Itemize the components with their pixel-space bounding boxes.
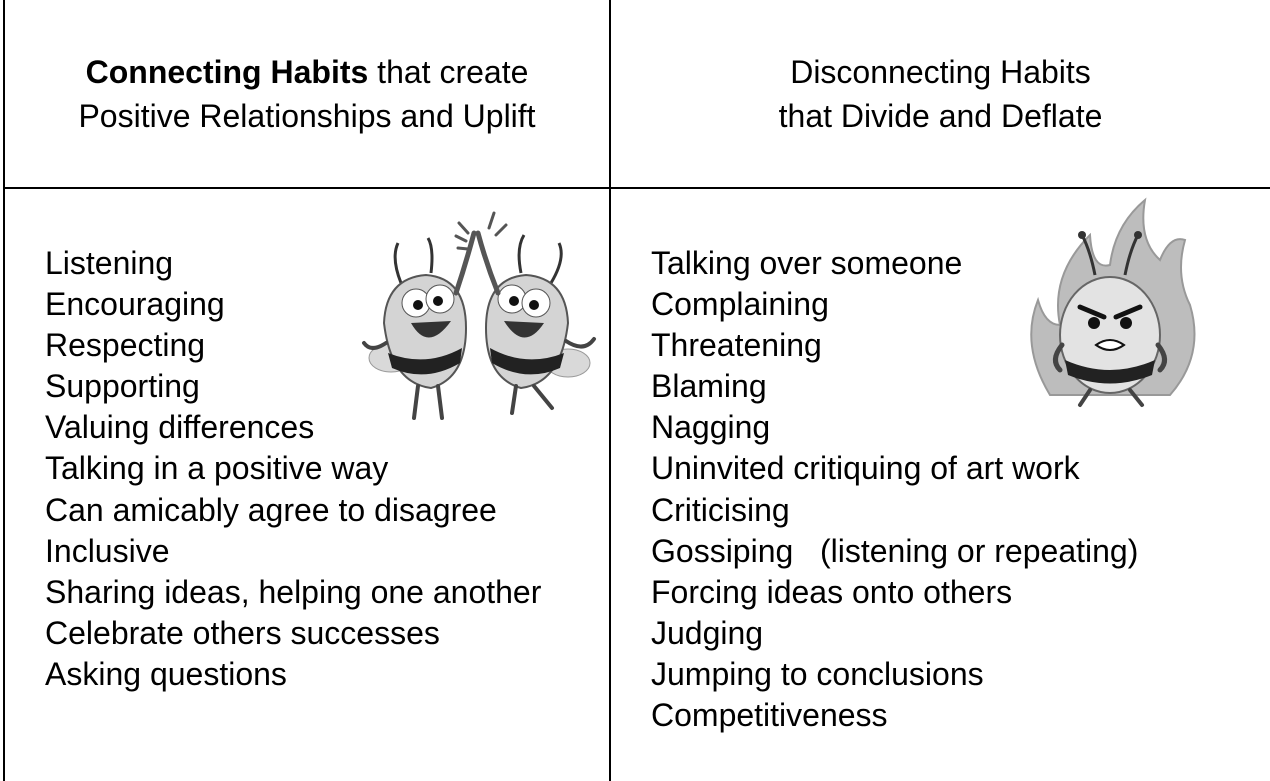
list-item: Blaming [651, 368, 767, 405]
disconnecting-habits-header: Disconnecting Habits that Divide and Def… [611, 0, 1270, 187]
connecting-habits-header: Connecting Habits that create Positive R… [5, 0, 609, 187]
list-item: Forcing ideas onto others [651, 573, 1013, 610]
list-item: Threatening [651, 327, 822, 364]
disconnecting-habits-subtitle: that Divide and Deflate [778, 97, 1103, 134]
table-column-divider [609, 0, 611, 781]
list-item: Valuing differences [45, 409, 315, 446]
list-item: Gossiping (listening or repeating) [651, 532, 1139, 569]
list-item: Nagging [651, 409, 771, 446]
list-item: Respecting [45, 327, 206, 364]
connecting-habits-title: Connecting Habits [85, 53, 369, 90]
high-five-bees-illustration [362, 211, 596, 420]
list-item: Can amicably agree to disagree [45, 491, 497, 528]
connecting-habits-title-rest: that create [368, 53, 529, 90]
connecting-habits-subtitle: Positive Relationships and Uplift [78, 97, 536, 134]
list-item: Sharing ideas, helping one another [45, 573, 542, 610]
angry-fire-bee-illustration [1030, 197, 1196, 407]
list-item: Talking over someone [651, 245, 963, 281]
table-header-divider-right [609, 187, 1270, 189]
list-item: Judging [651, 614, 764, 651]
list-item: Inclusive [45, 532, 170, 569]
list-item: Competitiveness [651, 697, 888, 734]
list-item: Supporting [45, 368, 200, 405]
list-item: Listening [45, 245, 174, 281]
list-item: Uninvited critiquing of art work [651, 450, 1080, 487]
list-item: Celebrate others successes [45, 614, 440, 651]
list-item: Encouraging [45, 286, 225, 323]
list-item: Asking questions [45, 655, 287, 692]
table-header-divider-left [3, 187, 611, 189]
list-item: Complaining [651, 286, 829, 323]
list-item: Criticising [651, 491, 790, 528]
table-border-left [3, 0, 5, 781]
disconnecting-habits-list: Talking over someone Complaining Threate… [651, 243, 1138, 736]
list-item: Jumping to conclusions [651, 655, 984, 692]
disconnecting-habits-title: Disconnecting Habits [790, 53, 1091, 90]
list-item: Talking in a positive way [45, 450, 389, 487]
connecting-habits-list: Listening Encouraging Respecting Support… [45, 243, 541, 695]
